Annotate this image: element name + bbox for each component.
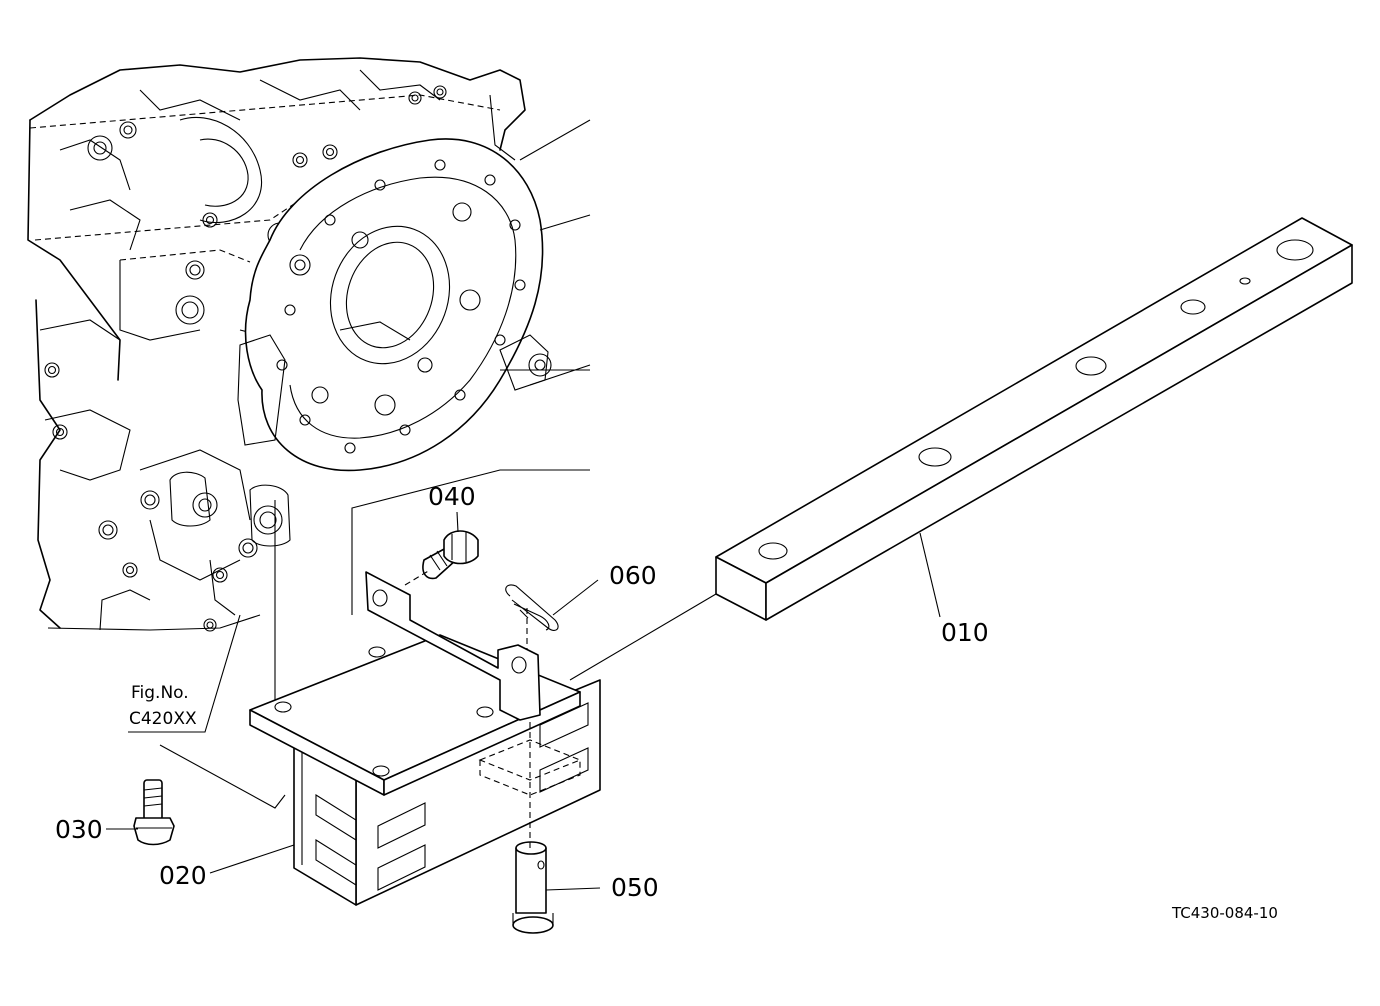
bracket-icon <box>249 571 601 906</box>
figure-reference-number: C420XX <box>129 709 197 729</box>
drawing-code: TC430-084-10 <box>1171 904 1278 922</box>
part-label-040: 040 <box>428 482 476 511</box>
part-label-020: 020 <box>159 861 207 890</box>
bolt-icon <box>422 530 479 580</box>
pin-icon <box>512 841 554 934</box>
engine-housing-drawing <box>27 57 591 632</box>
part-label-010: 010 <box>941 618 989 647</box>
leader-lines <box>106 511 941 891</box>
part-label-030: 030 <box>55 815 103 844</box>
clip-pin-icon <box>505 584 559 631</box>
assembly-lines <box>159 369 717 848</box>
drawbar-icon <box>715 217 1353 621</box>
part-label-050: 050 <box>611 873 659 902</box>
part-label-060: 060 <box>609 561 657 590</box>
bolt-icon <box>133 779 175 846</box>
figure-reference-label: Fig.No. <box>131 683 189 703</box>
